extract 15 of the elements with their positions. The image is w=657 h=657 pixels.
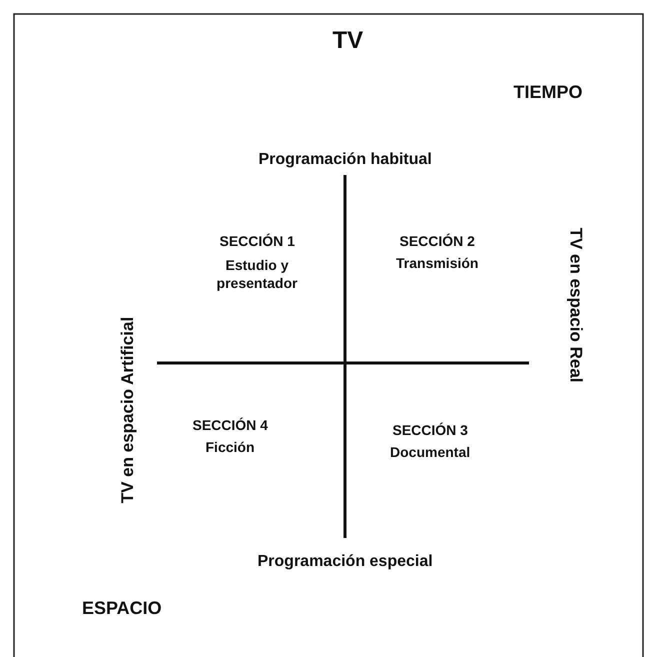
section-heading: SECCIÓN 2 <box>400 232 475 250</box>
section-heading: SECCIÓN 3 <box>392 421 468 440</box>
section-heading: SECCIÓN 1 <box>220 232 295 250</box>
axis-label: ESPACIO <box>82 596 162 620</box>
section-heading: SECCIÓN 4 <box>192 416 268 434</box>
axis-label: TV en espacio Artificial <box>117 316 138 504</box>
section-description: Transmisión <box>396 254 478 272</box>
section-description: Ficción <box>206 438 255 456</box>
axis-label: TIEMPO <box>514 80 583 104</box>
axis-label: Programación especial <box>258 552 433 572</box>
title: TV <box>332 26 364 56</box>
section-description: Estudio y presentador <box>216 256 298 292</box>
axis-label: TV en espacio Real <box>565 228 586 383</box>
axis-label: Programación habitual <box>258 150 432 170</box>
section-description: Documental <box>390 443 470 462</box>
